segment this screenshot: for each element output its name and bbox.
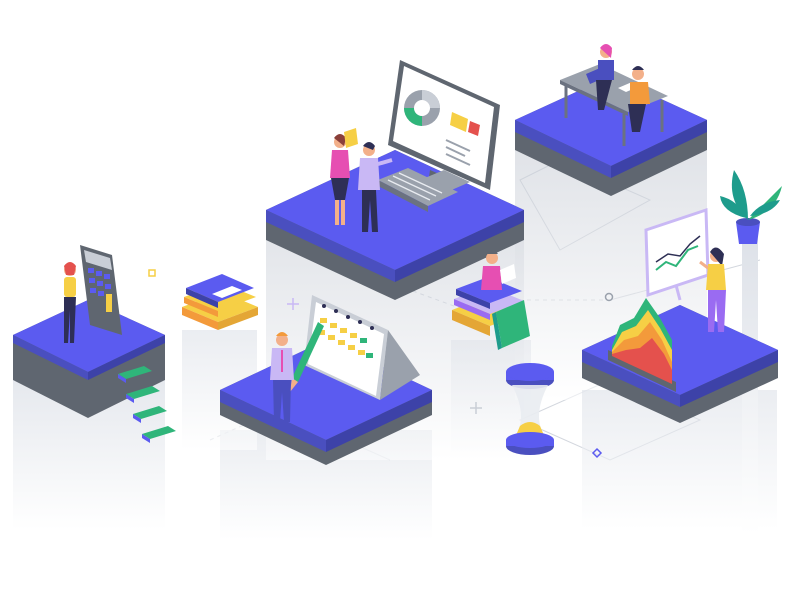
stair-steps <box>118 366 176 443</box>
giant-pencil <box>290 322 324 392</box>
potted-plant <box>720 170 782 244</box>
hourglass <box>506 363 554 455</box>
book-stack-small <box>182 274 258 330</box>
keyboard <box>378 168 458 212</box>
person-man-standing <box>358 142 393 232</box>
wall-calendar <box>304 295 420 400</box>
desktop-monitor <box>388 60 500 195</box>
decorative-sparkles <box>148 269 614 459</box>
stacked-area-chart <box>608 298 676 392</box>
person-woman-holding-sign <box>330 128 358 225</box>
person-man-pencil <box>270 332 294 422</box>
person-man-seated <box>628 66 650 132</box>
person-woman-presenting <box>699 247 726 332</box>
platform-calculator <box>13 300 165 418</box>
person-woman-calculator <box>64 262 76 343</box>
calculator <box>80 245 122 335</box>
person-reading <box>481 250 516 290</box>
person-woman-laptop <box>596 44 614 110</box>
